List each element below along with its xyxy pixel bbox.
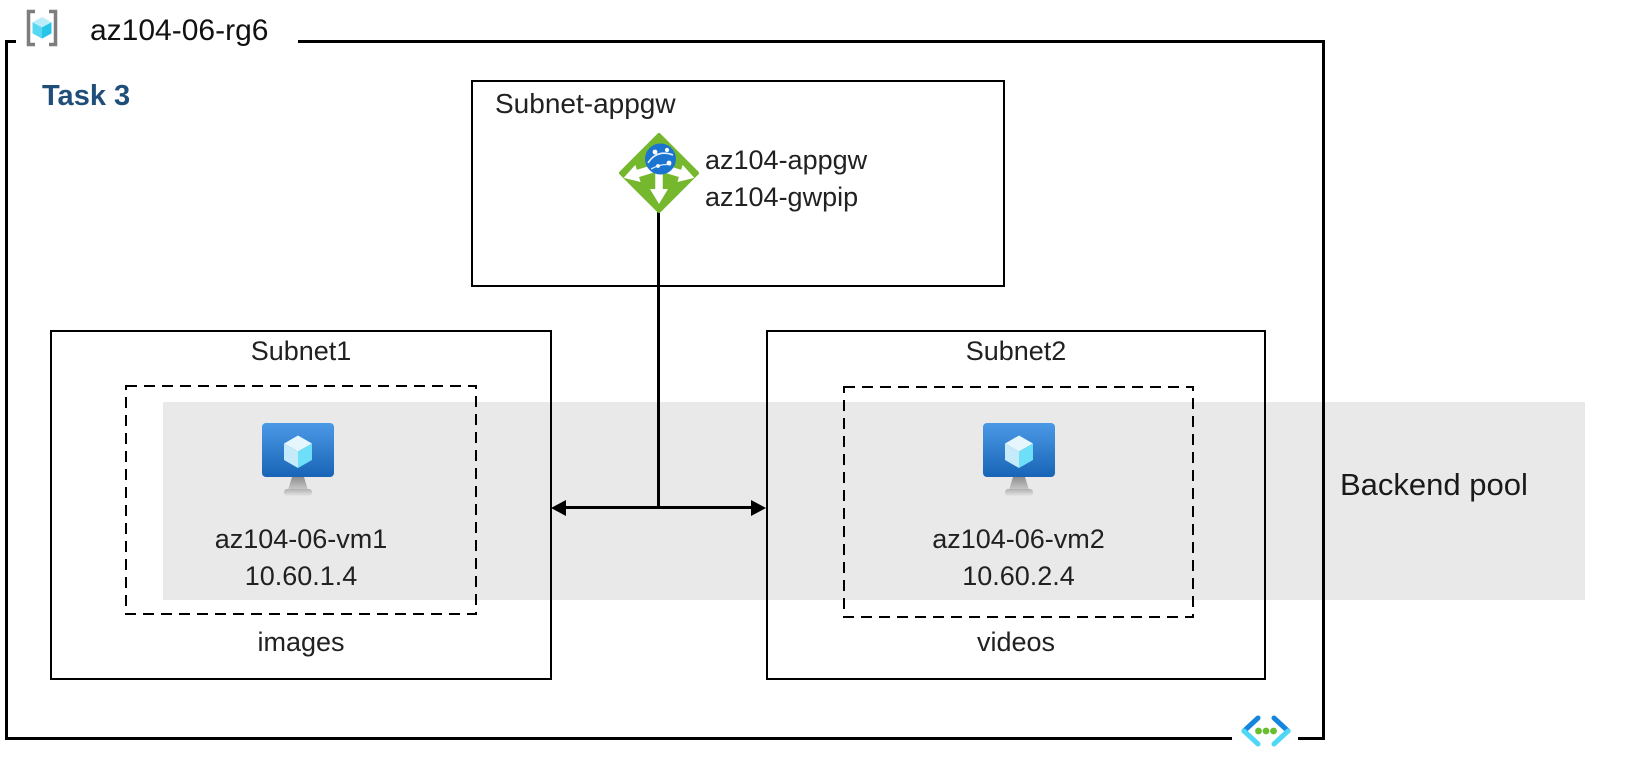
subnet-connector-line xyxy=(563,506,754,509)
backend-pool-label: Backend pool xyxy=(1340,467,1528,502)
backend-pool-band xyxy=(163,402,1585,600)
application-gateway-name: az104-appgw xyxy=(705,145,868,175)
subnet-appgw-title: Subnet-appgw xyxy=(495,88,676,119)
subnet2-storage-label: videos xyxy=(976,627,1056,657)
vm1-ip: 10.60.1.4 xyxy=(244,561,358,591)
vm2-name: az104-06-vm2 xyxy=(932,524,1105,554)
resource-group-icon xyxy=(26,9,58,47)
application-gateway-labels: az104-appgw az104-gwpip xyxy=(705,142,867,216)
application-gateway-icon xyxy=(619,133,699,213)
vm1-labels: az104-06-vm1 10.60.1.4 xyxy=(125,521,477,595)
virtual-machine-icon xyxy=(983,423,1055,496)
virtual-network-icon xyxy=(1241,715,1291,747)
resource-group-label-background xyxy=(16,22,298,60)
vm1-name: az104-06-vm1 xyxy=(214,524,388,554)
resource-group-name: az104-06-rg6 xyxy=(90,14,269,47)
vm2-ip: 10.60.2.4 xyxy=(962,561,1075,591)
subnet2-title: Subnet2 xyxy=(965,336,1067,366)
subnet-appgw-box xyxy=(471,80,1005,287)
application-gateway-public-ip: az104-gwpip xyxy=(705,182,859,212)
arrowhead-right-icon xyxy=(751,500,766,516)
vm2-labels: az104-06-vm2 10.60.2.4 xyxy=(843,521,1194,595)
arrowhead-left-icon xyxy=(551,500,566,516)
virtual-machine-icon xyxy=(262,423,334,496)
subnet1-title: Subnet1 xyxy=(250,336,352,366)
task-label: Task 3 xyxy=(42,80,131,112)
subnet1-storage-label: images xyxy=(257,627,345,657)
gateway-connector-line xyxy=(657,202,660,509)
resource-group-box xyxy=(5,40,1325,740)
subnet2-box xyxy=(766,330,1266,680)
